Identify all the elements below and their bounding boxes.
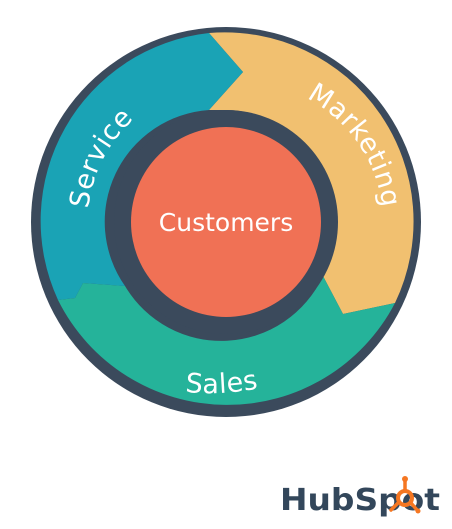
customers-label: Customers (159, 208, 293, 237)
hubspot-logo: HubSpot (280, 476, 440, 518)
sprocket-icon (389, 476, 421, 514)
sales-label: Sales (184, 365, 260, 401)
sales-segment (58, 276, 395, 405)
service-segment (40, 33, 244, 300)
customers-hub (131, 127, 321, 317)
logo-text: HubSpot (280, 483, 440, 518)
marketing-segment (209, 32, 414, 315)
